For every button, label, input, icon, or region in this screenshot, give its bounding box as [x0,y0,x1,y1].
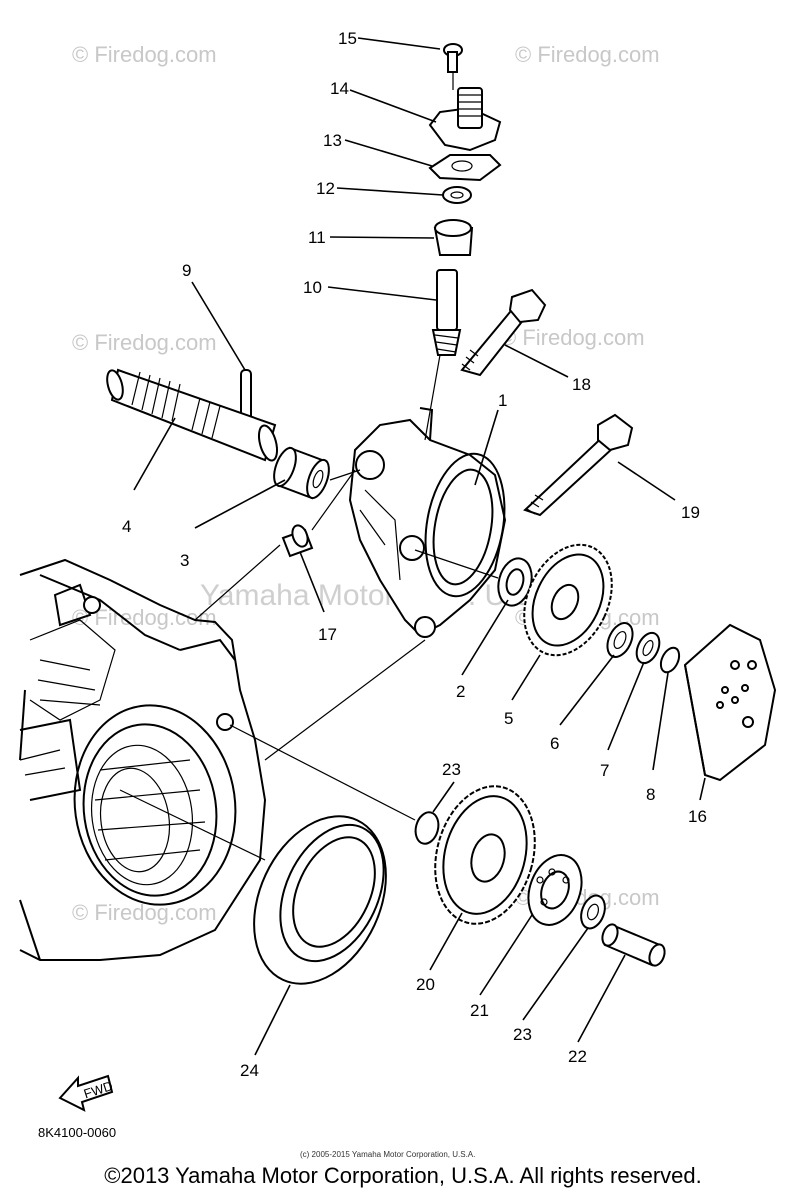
label-18: 18 [572,375,591,394]
part-10-driven-gear [431,269,462,356]
part-20-gear [434,785,536,925]
label-22: 22 [568,1047,587,1066]
label-4: 4 [122,517,131,536]
label-5: 5 [504,709,513,728]
label-15: 15 [338,29,357,48]
part-17-dowel [281,524,314,558]
part-labels: 15 14 13 12 11 10 9 4 3 17 1 18 19 2 5 6… [122,29,707,1080]
part-1-housing [348,407,507,638]
footer-copyright: ©2013 Yamaha Motor Corporation, U.S.A. A… [104,1163,702,1188]
label-11: 11 [308,228,326,247]
part-18-bolt [460,288,547,377]
watermark-firedog-top-left: © Firedog.com [72,42,217,67]
watermark-firedog-mid-right: © Firedog.com [500,325,645,350]
watermark-firedog-bottom-left: © Firedog.com [72,900,217,925]
part-13-gasket [428,154,502,182]
label-24: 24 [240,1061,259,1080]
label-10: 10 [303,278,322,297]
part-15-screw [443,43,463,73]
label-6: 6 [550,734,559,753]
part-4-shaft [106,368,279,462]
part-23-circlip-a [414,811,440,845]
part-19-bolt [523,413,634,517]
part-3-collar [273,446,330,500]
part-22-pin [601,923,666,967]
part-11-bushing [433,219,474,256]
part-23-washer-b [580,894,606,930]
label-23-top: 23 [442,760,461,779]
diagram-code: 8K4100-0060 [38,1125,116,1140]
part-24-seal [253,815,387,985]
leader-lines [133,37,706,1056]
part-16-cover [683,623,777,782]
part-7-washer [635,631,661,665]
fwd-arrow-icon: FWD [58,1074,115,1112]
label-2: 2 [456,682,465,701]
label-21: 21 [470,1001,489,1020]
label-1: 1 [498,391,507,410]
label-13: 13 [323,131,342,150]
part-12-seal [442,186,472,204]
label-16: 16 [688,807,707,826]
label-12: 12 [316,179,335,198]
part-5-gear [523,543,613,657]
label-8: 8 [646,785,655,804]
part-14-housing [428,87,502,152]
assembly-lines [119,72,499,861]
label-14: 14 [330,79,349,98]
label-20: 20 [416,975,435,994]
small-copyright: (c) 2005-2015 Yamaha Motor Corporation, … [300,1150,475,1159]
part-2-seal [497,557,533,607]
part-21-bearing [527,854,583,926]
label-9: 9 [182,261,191,280]
label-23-bottom: 23 [513,1025,532,1044]
label-7: 7 [600,761,609,780]
watermark-firedog-top-right: © Firedog.com [515,42,660,67]
watermark-firedog-mid-left: © Firedog.com [72,330,217,355]
label-17: 17 [318,625,337,644]
fwd-label: FWD [82,1078,115,1101]
crankcase-drawing [19,558,267,961]
part-8-circlip [659,646,681,674]
label-19: 19 [681,503,700,522]
label-3: 3 [180,551,189,570]
